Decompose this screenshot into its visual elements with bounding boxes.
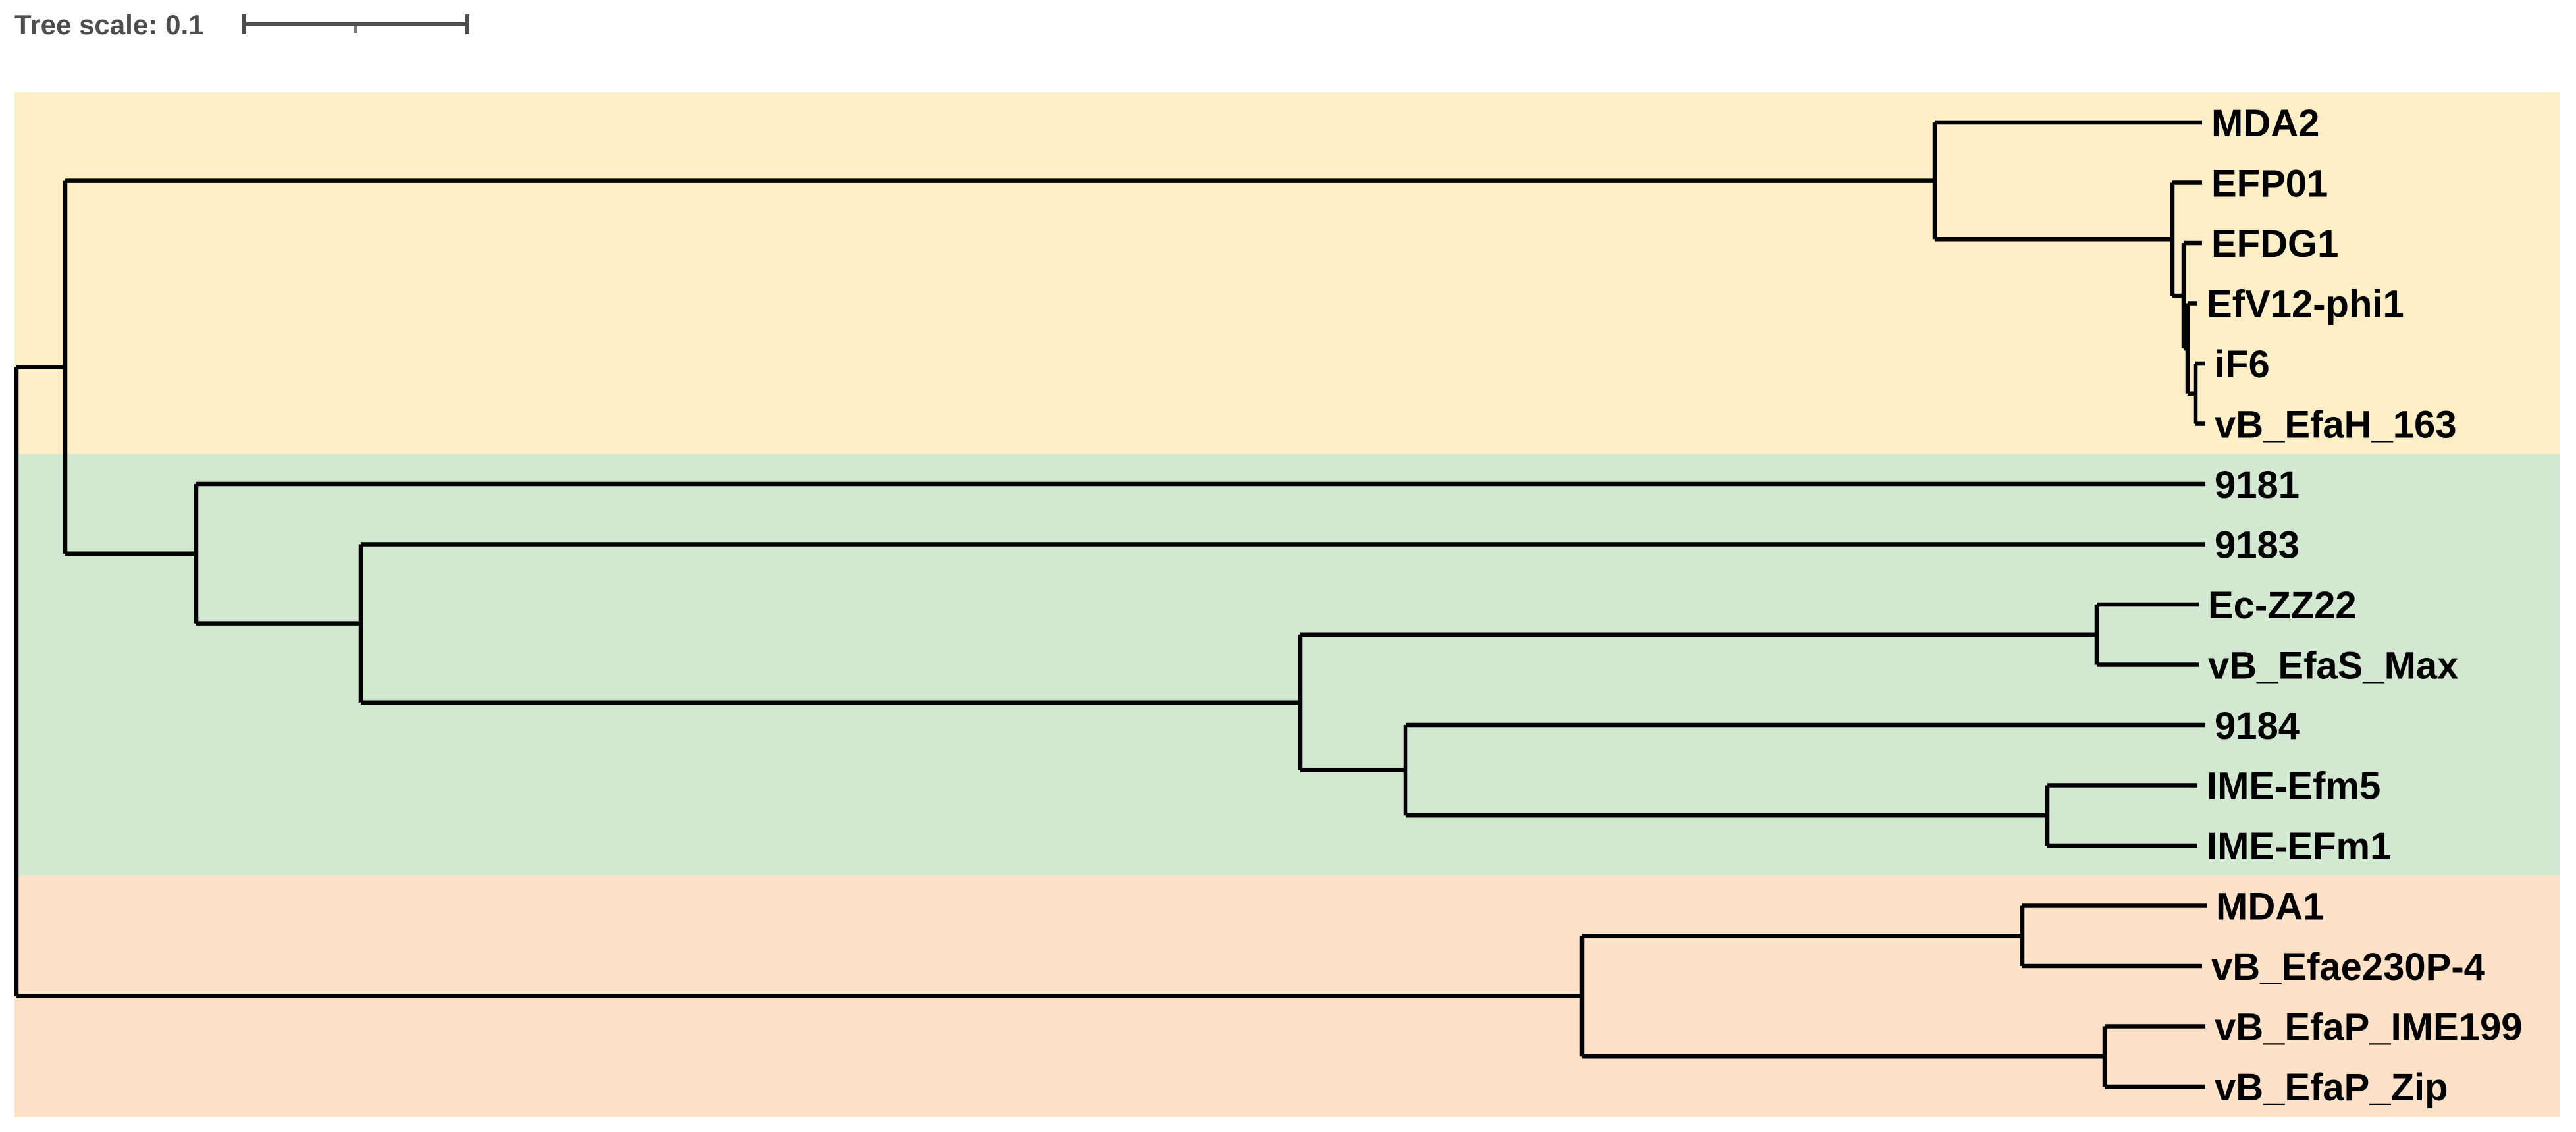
band-clade-top	[14, 92, 2560, 454]
taxon-label-vB_EfaH_163: vB_EfaH_163	[2215, 403, 2457, 446]
tree-scale-value: 0.1	[165, 9, 204, 40]
taxon-label-9181: 9181	[2215, 464, 2300, 506]
taxon-label-IME-Efm5: IME-Efm5	[2207, 765, 2380, 807]
taxon-label-vB_EfaP_Zip: vB_EfaP_Zip	[2215, 1066, 2448, 1109]
taxon-label-Ec-ZZ22: Ec-ZZ22	[2208, 584, 2357, 627]
scale-bar-mid-tick	[354, 26, 357, 33]
tree-scale-label: Tree scale:	[14, 9, 158, 40]
taxon-label-MDA2: MDA2	[2211, 102, 2319, 145]
taxon-label-EFP01: EFP01	[2211, 162, 2328, 205]
taxon-label-9184: 9184	[2215, 705, 2300, 747]
taxon-label-iF6: iF6	[2215, 343, 2270, 386]
taxon-label-vB_EfaS_Max: vB_EfaS_Max	[2208, 644, 2458, 687]
scale-bar-right-cap	[465, 14, 469, 34]
taxon-label-9183: 9183	[2215, 524, 2300, 566]
taxon-label-vB_EfaP_IME199: vB_EfaP_IME199	[2215, 1006, 2522, 1048]
taxon-label-MDA1: MDA1	[2216, 885, 2324, 928]
scale-bar-line	[244, 22, 467, 26]
tree-scale-legend: Tree scale:0.1	[14, 5, 204, 45]
scale-bar-left-cap	[242, 14, 246, 34]
taxon-label-IME-EFm1: IME-EFm1	[2207, 825, 2391, 868]
taxon-label-EfV12-phi1: EfV12-phi1	[2207, 283, 2404, 325]
taxon-label-EFDG1: EFDG1	[2211, 223, 2338, 265]
taxon-label-vB_Efae230P-4: vB_Efae230P-4	[2211, 946, 2485, 988]
